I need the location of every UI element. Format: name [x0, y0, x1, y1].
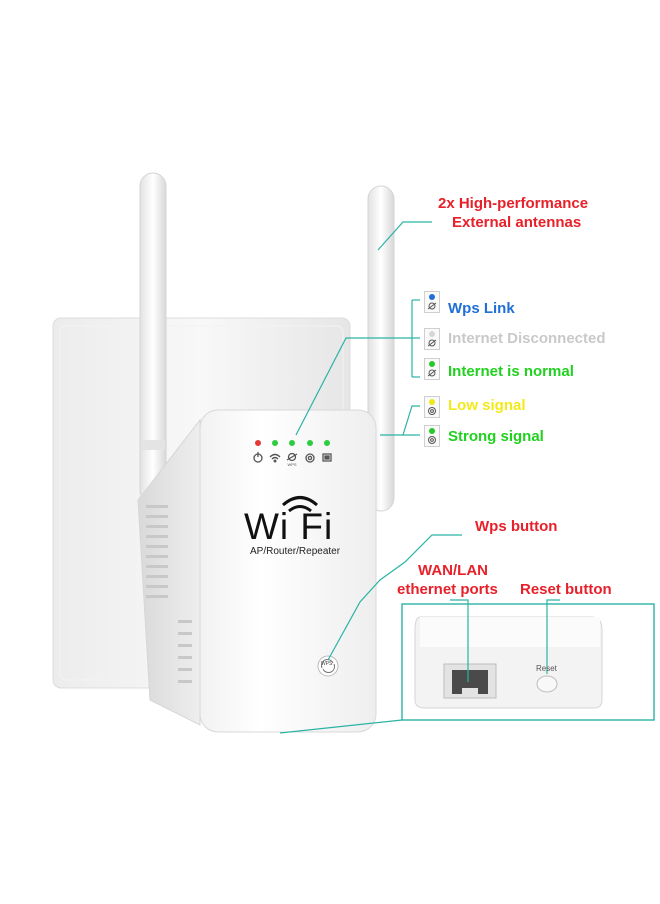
indicator-label-low-signal: Low signal — [448, 397, 526, 414]
led-dot — [429, 428, 435, 434]
indicator-label-internet-disconnected: Internet Disconnected — [448, 330, 606, 347]
indicator-swatch-wps-link — [424, 291, 440, 313]
wps-icon — [427, 369, 437, 377]
indicator-label-wps-link: Wps Link — [448, 300, 515, 317]
power-icon — [253, 452, 263, 463]
led-dot — [429, 361, 435, 367]
signal-icon — [428, 436, 436, 444]
svg-text:WPS: WPS — [287, 462, 296, 467]
reset-label-device: Reset — [536, 664, 557, 673]
wifi-logo-mark — [282, 496, 318, 513]
left-antenna — [139, 172, 167, 504]
led-icons — [253, 452, 332, 463]
signal-icon — [428, 407, 436, 415]
leader-lines — [279, 221, 560, 734]
wps-icon — [427, 302, 437, 310]
wps-button-text: WPS — [321, 661, 333, 667]
led-dot — [429, 294, 435, 300]
target-icon — [305, 453, 315, 463]
led-dot — [429, 399, 435, 405]
antennas-callout-line2: External antennas — [452, 214, 582, 231]
indicator-label-internet-normal: Internet is normal — [448, 363, 574, 380]
wps-icon — [427, 339, 437, 347]
ports-callout-line2: ethernet ports — [397, 581, 498, 598]
indicator-swatch-internet-normal — [424, 358, 440, 380]
ports-inset-frame — [401, 603, 655, 721]
led-dot — [429, 331, 435, 337]
led-row — [255, 440, 330, 446]
indicator-swatch-internet-disconnected — [424, 328, 440, 350]
indicator-label-strong-signal: Strong signal — [448, 428, 544, 445]
wifi-signal-icon — [269, 453, 281, 463]
indicator-swatch-strong-signal — [424, 425, 440, 447]
indicator-swatch-low-signal — [424, 396, 440, 418]
wps-button-callout: Wps button — [475, 518, 558, 535]
device-model-text: AP/Router/Repeater — [250, 546, 341, 557]
reset-button-callout: Reset button — [520, 581, 612, 598]
antennas-callout-line1: 2x High-performance — [438, 195, 589, 212]
ethernet-icon — [322, 453, 332, 462]
ports-callout-line1: WAN/LAN — [418, 562, 488, 579]
wps-button-device — [317, 655, 339, 677]
device-body — [199, 409, 377, 733]
device-side — [137, 418, 201, 726]
wps-link-icon — [286, 452, 298, 462]
wifi-logo-text: Wi Fi — [244, 506, 334, 547]
